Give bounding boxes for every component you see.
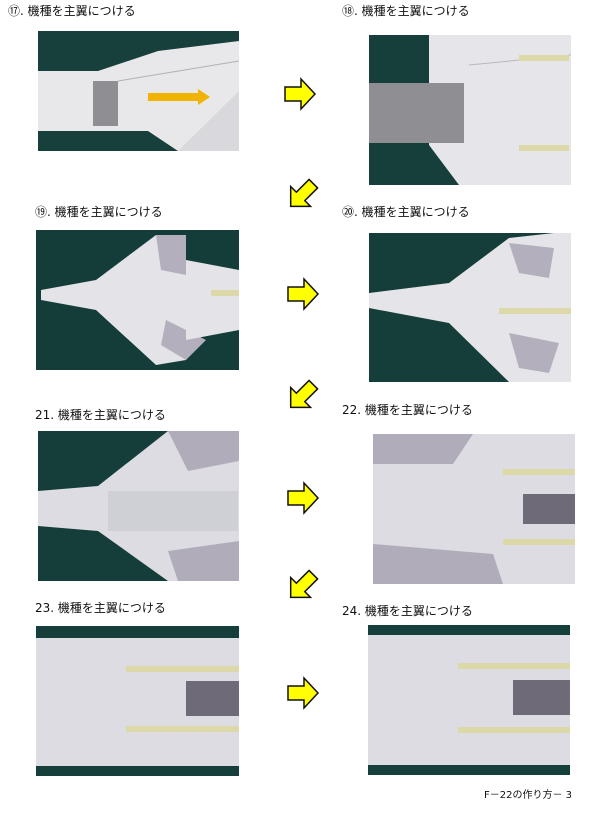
arrow-down-left-icon [282,376,322,420]
arrow-down-left-icon [282,175,322,219]
step-20-label: ⑳. 機種を主翼につける [342,205,470,219]
step-23-photo [36,626,239,776]
step-17-label: ⑰. 機種を主翼につける [8,4,136,18]
step-17-photo [38,31,239,151]
arrow-right-icon [283,77,317,115]
step-20-photo [369,233,571,382]
step-18-photo [369,35,571,185]
step-19-label: ⑲. 機種を主翼につける [35,205,163,219]
step-18-label: ⑱. 機種を主翼につける [342,4,470,18]
arrow-right-icon [286,481,320,519]
step-21-label: 21. 機種を主翼につける [35,408,166,422]
arrow-down-left-icon [282,566,322,610]
arrow-right-icon [286,277,320,315]
step-23-label: 23. 機種を主翼につける [35,601,166,615]
arrow-right-icon [286,676,320,714]
step-22-photo [373,434,575,584]
page-footer: F－22の作り方－ 3 [483,790,572,801]
step-19-photo [36,230,239,370]
step-24-label: 24. 機種を主翼につける [342,604,473,618]
step-22-label: 22. 機種を主翼につける [342,403,473,417]
step-21-photo [38,431,239,581]
step-24-photo [368,625,570,775]
